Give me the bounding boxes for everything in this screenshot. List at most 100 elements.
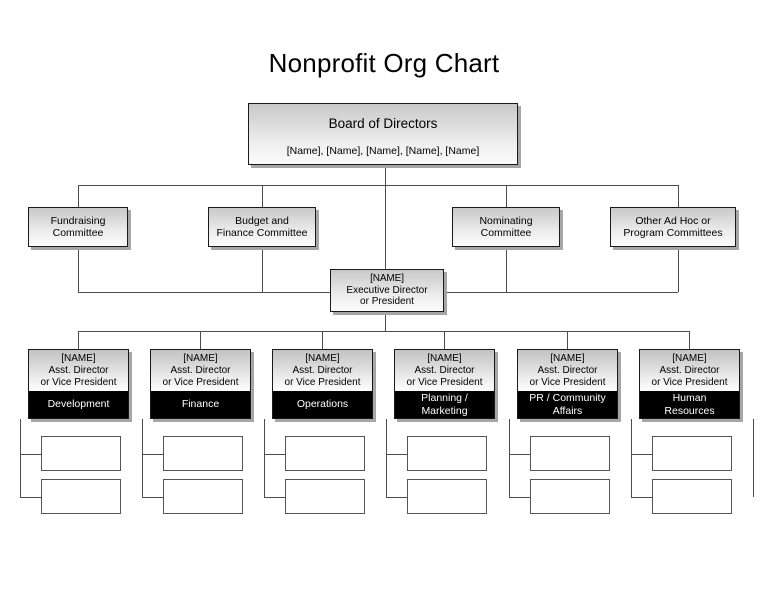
department-label-line2: Marketing bbox=[421, 404, 468, 417]
connector-substub-3a bbox=[264, 454, 285, 455]
department-role-line1: Asst. Director bbox=[292, 364, 353, 376]
department-label: Development bbox=[28, 391, 129, 419]
department-name: [NAME] bbox=[61, 352, 96, 364]
node-blank-1a[interactable] bbox=[41, 436, 121, 471]
connector-committee-down-2 bbox=[262, 247, 263, 292]
connector-subspine-1 bbox=[20, 419, 21, 497]
department-name: [NAME] bbox=[305, 352, 340, 364]
committee-label-line1: Fundraising bbox=[50, 214, 106, 227]
connector-committee-stem-3 bbox=[506, 185, 507, 207]
connector-substub-6a bbox=[631, 454, 652, 455]
department-name: [NAME] bbox=[550, 352, 585, 364]
department-label-line1: PR / Community bbox=[529, 391, 606, 404]
node-department-human-resources[interactable]: [NAME] Asst. Director or Vice President … bbox=[639, 349, 740, 419]
department-name: [NAME] bbox=[427, 352, 462, 364]
node-blank-6a[interactable] bbox=[652, 436, 732, 471]
department-role-line2: or Vice President bbox=[529, 376, 606, 388]
department-label-line1: Planning / bbox=[421, 391, 468, 404]
node-blank-2a[interactable] bbox=[163, 436, 243, 471]
department-head: [NAME] Asst. Director or Vice President bbox=[272, 349, 373, 391]
node-committee-budget-finance[interactable]: Budget and Finance Committee bbox=[208, 207, 316, 247]
node-blank-4a[interactable] bbox=[407, 436, 487, 471]
connector-substub-4a bbox=[386, 454, 407, 455]
connector-subspine-6 bbox=[631, 419, 632, 497]
department-label-line1: Development bbox=[47, 398, 110, 411]
node-blank-5b[interactable] bbox=[530, 479, 610, 514]
node-blank-3b[interactable] bbox=[285, 479, 365, 514]
connector-committee-down-1 bbox=[78, 247, 79, 292]
connector-committee-stem-1 bbox=[78, 185, 79, 207]
department-label: Finance bbox=[150, 391, 251, 419]
department-label-line2: Affairs bbox=[552, 404, 583, 417]
department-label: Planning / Marketing bbox=[394, 391, 495, 419]
department-label: PR / Community Affairs bbox=[517, 391, 618, 419]
connector-department-stem-4 bbox=[444, 331, 445, 349]
committee-label-line1: Budget and bbox=[235, 214, 289, 227]
department-label-line1: Finance bbox=[181, 398, 220, 411]
connector-department-stem-3 bbox=[322, 331, 323, 349]
department-head: [NAME] Asst. Director or Vice President bbox=[394, 349, 495, 391]
connector-substub-5b bbox=[509, 497, 530, 498]
department-head: [NAME] Asst. Director or Vice President bbox=[150, 349, 251, 391]
node-committee-fundraising[interactable]: Fundraising Committee bbox=[28, 207, 128, 247]
connector-department-stem-1 bbox=[78, 331, 79, 349]
exec-name: [NAME] bbox=[370, 272, 404, 284]
node-executive-director[interactable]: [NAME] Executive Director or President bbox=[330, 269, 444, 312]
department-head: [NAME] Asst. Director or Vice President bbox=[639, 349, 740, 391]
node-blank-4b[interactable] bbox=[407, 479, 487, 514]
connector-committee-bus bbox=[78, 185, 678, 186]
node-blank-1b[interactable] bbox=[41, 479, 121, 514]
node-blank-5a[interactable] bbox=[530, 436, 610, 471]
node-department-operations[interactable]: [NAME] Asst. Director or Vice President … bbox=[272, 349, 373, 419]
connector-substub-2b bbox=[142, 497, 163, 498]
department-role-line2: or Vice President bbox=[40, 376, 117, 388]
connector-department-bus bbox=[78, 331, 689, 332]
department-role-line1: Asst. Director bbox=[659, 364, 720, 376]
department-label: Human Resources bbox=[639, 391, 740, 419]
connector-subspine-4 bbox=[386, 419, 387, 497]
department-role-line1: Asst. Director bbox=[170, 364, 231, 376]
department-role-line2: or Vice President bbox=[651, 376, 728, 388]
connector-substub-2a bbox=[142, 454, 163, 455]
department-head: [NAME] Asst. Director or Vice President bbox=[517, 349, 618, 391]
department-label-line2: Resources bbox=[664, 404, 715, 417]
connector-department-stem-2 bbox=[200, 331, 201, 349]
connector-committee-down-3 bbox=[506, 247, 507, 292]
department-role-line1: Asst. Director bbox=[48, 364, 109, 376]
node-committee-other-ad-hoc[interactable]: Other Ad Hoc or Program Committees bbox=[610, 207, 736, 247]
department-label-line1: Human bbox=[672, 391, 707, 404]
connector-substub-1b bbox=[20, 497, 41, 498]
department-label: Operations bbox=[272, 391, 373, 419]
connector-committee-down-4 bbox=[678, 247, 679, 292]
board-title: Board of Directors bbox=[328, 116, 438, 132]
department-role-line1: Asst. Director bbox=[537, 364, 598, 376]
connector-substub-3b bbox=[264, 497, 285, 498]
exec-role-line1: Executive Director bbox=[346, 284, 428, 296]
node-blank-3a[interactable] bbox=[285, 436, 365, 471]
department-head: [NAME] Asst. Director or Vice President bbox=[28, 349, 129, 391]
committee-label-line2: Finance Committee bbox=[216, 227, 308, 239]
department-name: [NAME] bbox=[672, 352, 707, 364]
node-blank-6b[interactable] bbox=[652, 479, 732, 514]
connector-committee-stem-2 bbox=[262, 185, 263, 207]
connector-department-stem-5 bbox=[567, 331, 568, 349]
department-role-line1: Asst. Director bbox=[414, 364, 475, 376]
department-role-line2: or Vice President bbox=[284, 376, 361, 388]
connector-department-stem-6 bbox=[689, 331, 690, 349]
node-department-development[interactable]: [NAME] Asst. Director or Vice President … bbox=[28, 349, 129, 419]
node-board-of-directors[interactable]: Board of Directors [Name], [Name], [Name… bbox=[248, 103, 518, 165]
committee-label-line2: Committee bbox=[52, 227, 104, 239]
node-committee-nominating[interactable]: Nominating Committee bbox=[452, 207, 560, 247]
connector-substub-5a bbox=[509, 454, 530, 455]
connector-subspine-edge bbox=[753, 419, 754, 497]
connector-substub-1a bbox=[20, 454, 41, 455]
node-department-planning-marketing[interactable]: [NAME] Asst. Director or Vice President … bbox=[394, 349, 495, 419]
node-blank-2b[interactable] bbox=[163, 479, 243, 514]
committee-label-line1: Nominating bbox=[479, 214, 533, 227]
node-department-finance[interactable]: [NAME] Asst. Director or Vice President … bbox=[150, 349, 251, 419]
department-role-line2: or Vice President bbox=[406, 376, 483, 388]
connector-subspine-2 bbox=[142, 419, 143, 497]
node-department-pr-community-affairs[interactable]: [NAME] Asst. Director or Vice President … bbox=[517, 349, 618, 419]
board-member-names: [Name], [Name], [Name], [Name], [Name] bbox=[286, 145, 480, 158]
